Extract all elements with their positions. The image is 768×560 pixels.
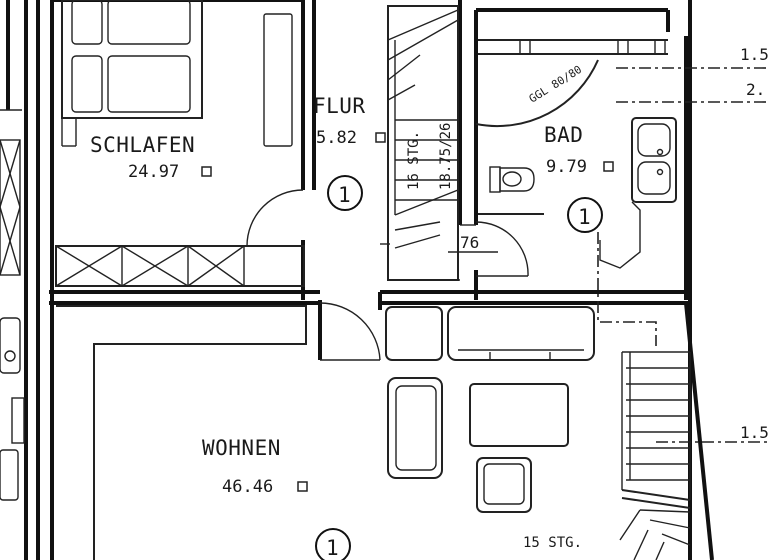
bath-wall-jog [599,201,641,269]
walls [49,0,714,560]
room-name-bad: BAD [544,123,583,147]
room-area-wohnen: 46.46 [222,477,273,497]
shower [475,39,668,127]
flur-door-swing [319,302,381,361]
area-marker-bad [603,161,614,172]
bath-door-swing [475,221,529,277]
stairs-step-count-upper: 16 STG. [406,131,422,190]
armchair [476,457,532,513]
right-dimensions [616,67,768,443]
l-shaped-sofa [56,305,307,560]
area-marker-schlafen [201,166,212,177]
room-name-wohnen: WOHNEN [202,436,281,460]
bed [61,0,203,147]
lower-staircase [619,351,691,560]
room-name-flur: FLUR [313,94,366,118]
stairs-ratio-upper: 18.75/26 [438,123,454,190]
svg-text:1: 1 [326,536,339,560]
section-marker-wohnen: 1 [315,528,351,560]
dimension-label-3: 1.5 [740,423,768,442]
wardrobe [55,245,305,287]
area-marker-flur [375,132,386,143]
room-area-flur: 5.82 [316,128,357,148]
room-area-schlafen: 24.97 [128,162,179,182]
section-marker-flur: 1 [327,175,363,211]
stairs-step-count-lower: 15 STG. [523,535,582,551]
area-marker-wohnen [297,481,308,492]
armchair-seat [483,463,525,505]
room-area-bad: 9.79 [546,157,587,177]
double-sink [631,117,677,203]
coffee-table [469,383,569,447]
toilet [489,166,535,193]
shower-label: GGL 80/80 [527,63,584,106]
section-marker-bad: 1 [567,197,603,233]
dimension-label-2: 2. [746,80,765,99]
door-width-label: 76 [460,233,479,252]
left-strip [0,0,40,560]
nightstand [263,13,293,147]
dimension-label-1: 1.5 [740,45,768,64]
bedroom-door-swing [246,189,304,247]
upper-staircase [380,5,460,281]
svg-text:1: 1 [338,183,351,207]
room-name-schlafen: SCHLAFEN [90,133,195,157]
section-line [597,232,657,346]
sofa-set [385,306,595,479]
svg-text:1: 1 [578,205,591,229]
